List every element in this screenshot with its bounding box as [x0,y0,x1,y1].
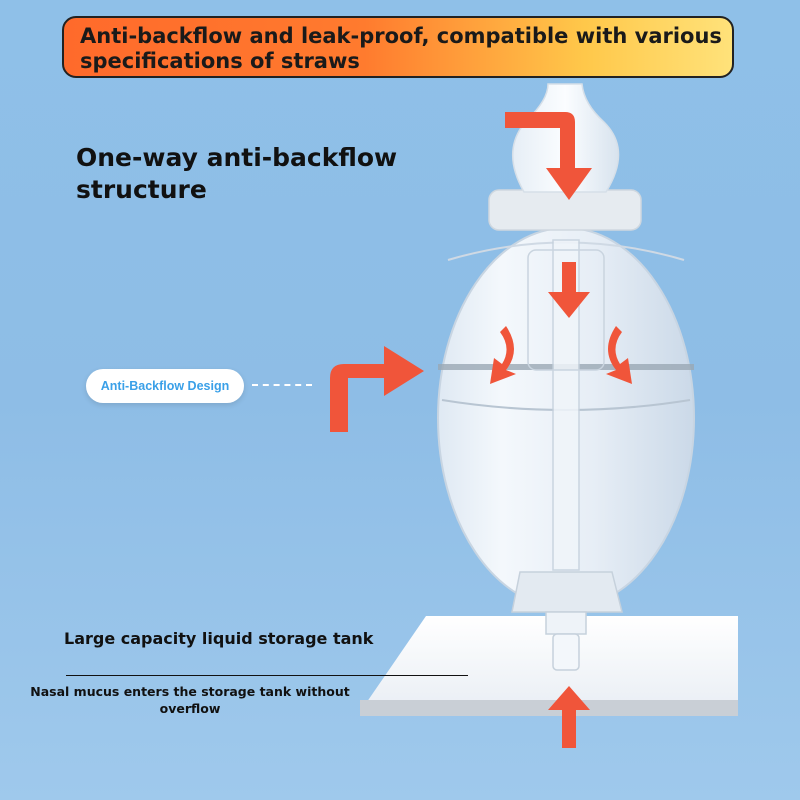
caption-storage-tank: Large capacity liquid storage tank [64,629,374,648]
arrow-curved-left-icon [490,326,516,384]
arrow-curved-right-icon [606,326,632,384]
aspirator-bottle [437,83,695,671]
caption-divider [66,675,468,676]
caption-no-overflow: Nasal mucus enters the storage tank with… [30,683,350,717]
caption-small-line-2: overflow [159,701,221,716]
platform-base [360,616,738,716]
arrow-pointer-bent-icon [330,346,424,432]
headline-line-2: structure [76,175,207,204]
arrow-down-top-icon [505,112,592,200]
arrow-up-bottom-icon [548,686,590,748]
pill-label: Anti-Backflow Design [100,379,230,393]
dashed-connector [252,384,312,386]
banner-line-1: Anti-backflow and leak-proof, compatible… [80,24,722,48]
headline-line-1: One-way anti-backflow [76,143,398,172]
headline: One-way anti-backflow structure [76,142,416,206]
caption-small-line-1: Nasal mucus enters the storage tank with… [30,684,350,699]
top-banner: Anti-backflow and leak-proof, compatible… [62,16,734,78]
banner-line-2: specifications of straws [80,49,360,73]
arrow-down-center-icon [548,262,590,318]
anti-backflow-pill: Anti-Backflow Design [86,369,244,403]
